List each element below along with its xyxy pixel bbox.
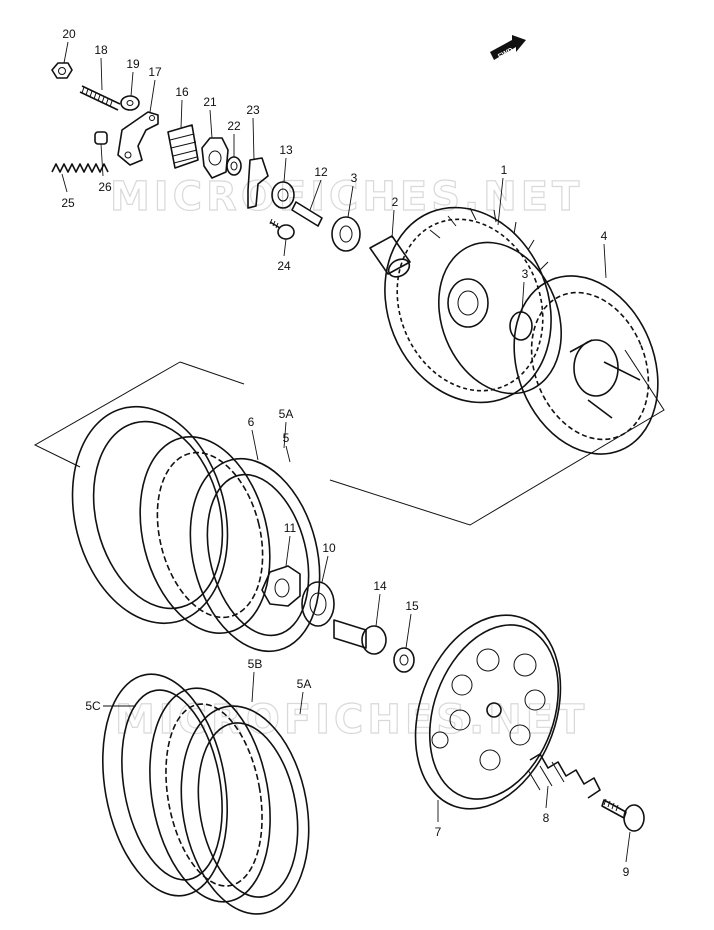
part-18-bolt <box>79 85 121 111</box>
callout-20: 20 <box>62 27 76 41</box>
callout-2: 2 <box>392 195 399 209</box>
part-23-lever <box>247 157 269 209</box>
part-5b-drive-plate <box>149 687 271 903</box>
callout-25: 25 <box>61 196 75 210</box>
part-5-drive-plate <box>189 457 321 653</box>
part-2-spacer-sleeve <box>369 235 411 278</box>
forward-direction-badge: FWD <box>490 35 526 61</box>
part-25-spring <box>51 163 109 173</box>
part-3-thrust-washer-upper <box>331 216 361 252</box>
callout-26: 26 <box>98 180 112 194</box>
part-1-clutch-housing <box>384 206 563 404</box>
callout-3-upper: 3 <box>351 171 358 185</box>
callout-17: 17 <box>148 65 162 79</box>
callout-14: 14 <box>373 579 387 593</box>
callout-12: 12 <box>314 165 328 179</box>
assembly-boundary-box <box>33 349 665 526</box>
part-24-screw <box>269 218 295 240</box>
part-17-bracket <box>117 111 159 166</box>
part-5a-drive-plate-upper <box>71 405 229 625</box>
callout-5a-upper: 5A <box>279 407 294 421</box>
part-20-nut <box>51 62 73 79</box>
callout-11: 11 <box>284 521 297 535</box>
callout-22: 22 <box>227 119 241 133</box>
callout-1: 1 <box>501 163 508 177</box>
leader-lines <box>61 41 631 863</box>
callout-9: 9 <box>623 865 630 879</box>
callout-18: 18 <box>94 43 108 57</box>
part-5a-drive-plate-lower <box>180 705 310 915</box>
part-8-clutch-spring <box>527 753 601 799</box>
callout-5a-lower: 5A <box>297 677 312 691</box>
callout-21: 21 <box>203 95 217 109</box>
watermark-top: MICROFICHES.NET <box>110 174 583 220</box>
part-3-washer-lower <box>509 311 533 341</box>
part-11-spring-seat <box>261 565 301 607</box>
part-16-worm-gear <box>167 124 199 169</box>
callout-3-lower: 3 <box>522 267 529 281</box>
part-15-washer <box>393 647 415 673</box>
callout-10: 10 <box>322 541 336 555</box>
callout-6: 6 <box>248 415 255 429</box>
callout-13: 13 <box>279 143 293 157</box>
part-19-washer <box>120 95 140 111</box>
callout-16: 16 <box>175 85 189 99</box>
callout-5b: 5B <box>248 657 263 671</box>
callout-5c: 5C <box>85 699 101 713</box>
part-12-pushrod <box>291 201 323 227</box>
callout-7: 7 <box>435 825 442 839</box>
callout-23: 23 <box>246 103 260 117</box>
callout-labels: 20 18 19 17 16 21 23 22 13 26 25 12 3 2 … <box>61 27 629 879</box>
part-21-release-cam <box>201 137 229 179</box>
part-14-release-rack <box>333 619 387 655</box>
callout-15: 15 <box>405 599 419 613</box>
callout-4: 4 <box>601 229 608 243</box>
part-26-collar <box>94 131 108 145</box>
part-10-bearing <box>301 581 335 627</box>
part-13-bearing <box>271 181 295 209</box>
part-9-bolt <box>601 798 645 832</box>
callout-5: 5 <box>283 431 290 445</box>
part-6-driven-plate <box>139 436 271 634</box>
part-22-bearing <box>226 156 242 176</box>
callout-8: 8 <box>543 811 550 825</box>
callout-24: 24 <box>277 259 291 273</box>
callout-19: 19 <box>126 57 140 71</box>
part-4-clutch-sleeve-hub <box>513 275 659 455</box>
part-5c-drive-plate <box>101 673 229 897</box>
part-7-pressure-plate <box>414 614 562 810</box>
